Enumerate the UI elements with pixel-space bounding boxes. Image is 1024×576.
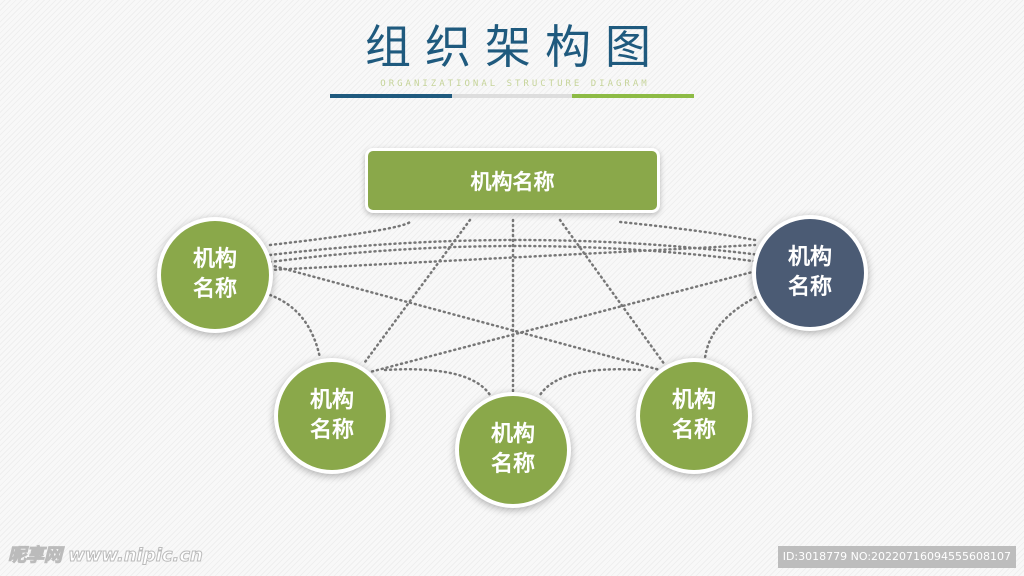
node-right: 机构名称 [752,215,868,331]
node-bottom-left: 机构名称 [274,358,390,474]
node-bottom-center: 机构名称 [455,392,571,508]
watermark-id: ID:3018779 NO:20220716094555608107 [777,546,1016,568]
node-label: 机构名称 [309,388,354,443]
node-label: 机构名称 [787,245,832,300]
title-underline-blue [330,94,452,98]
watermark-site: 昵享网 www.nipic.cn [8,545,204,567]
node-label: 机构名称 [192,247,237,302]
node-label: 机构名称 [671,388,716,443]
page-title: 组织架构图 [365,20,665,74]
node-label: 机构名称 [490,422,535,477]
node-bottom-right: 机构名称 [636,358,752,474]
page-subtitle: ORGANIZATIONAL STRUCTURE DIAGRAM [380,79,650,89]
node-left: 机构名称 [157,217,273,333]
title-underline-gray [452,94,572,98]
title-underline-green [572,94,694,98]
top-node: 机构名称 [365,148,660,213]
